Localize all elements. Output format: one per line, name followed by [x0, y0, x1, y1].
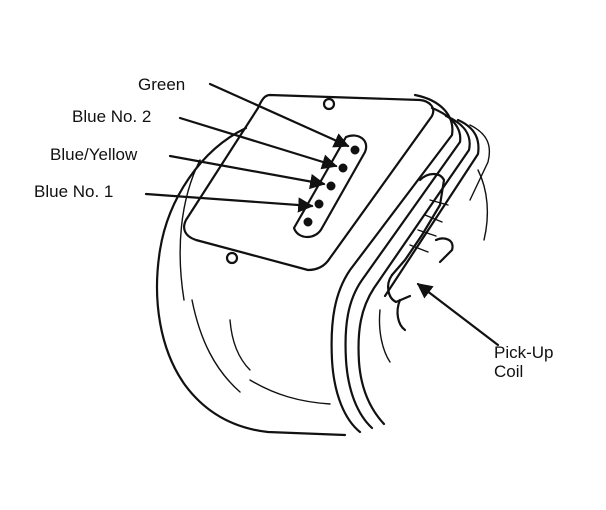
arrow-pickup-coil	[416, 282, 500, 347]
housing-outline	[155, 126, 347, 437]
label-green: Green	[138, 75, 186, 94]
label-blue-no-2: Blue No. 2	[72, 107, 152, 126]
label-pickup-line2: Coil	[494, 362, 524, 381]
arrow-blue-no-2	[178, 116, 338, 170]
label-blue-yellow: Blue/Yellow	[50, 145, 138, 164]
pickup-assembly	[390, 172, 446, 277]
label-blue-no-1: Blue No. 1	[34, 182, 114, 201]
label-pickup-line1: Pick-Up	[494, 343, 554, 362]
terminal-pins	[303, 145, 360, 227]
cap-rim-outer	[330, 93, 454, 434]
arrow-green	[208, 82, 350, 148]
connector-plate	[183, 93, 435, 272]
terminal-block	[292, 134, 368, 239]
plate-screw-top	[322, 97, 336, 111]
arrow-blue-no-1	[144, 192, 314, 213]
label-pickup-coil: Pick-Up Coil	[494, 343, 554, 381]
plate-screw-bottom	[225, 251, 239, 265]
arrow-blue-yellow	[168, 154, 326, 190]
